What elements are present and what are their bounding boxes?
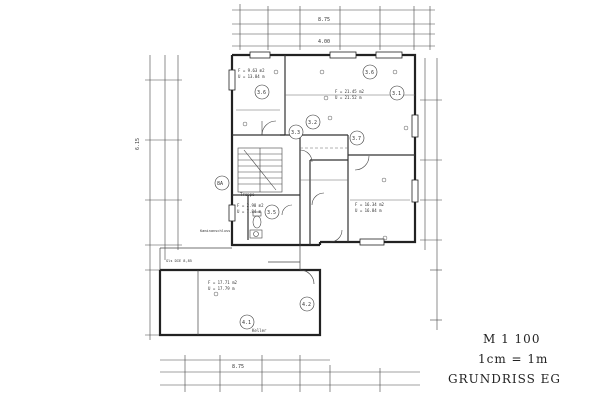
interior-walls <box>232 55 415 245</box>
electrical-symbols <box>213 69 409 297</box>
room-markers <box>214 64 405 330</box>
exterior-walls <box>230 53 417 247</box>
dim-top-label: 8.75 <box>318 17 330 23</box>
staircase <box>237 147 283 193</box>
basement-inner-lines <box>159 245 315 335</box>
left-dimension-chain <box>145 55 182 340</box>
room-wc-area: F = 2.98 m2 <box>237 203 264 208</box>
marker-8a: 8A <box>217 181 223 187</box>
bottom-left-note: Gls DIE 8,85 <box>166 259 192 263</box>
room-topleft-area: F = 9.63 m2 <box>238 68 265 73</box>
marker-3-1: 3.1 <box>392 91 401 97</box>
room-bottom-area: F = 17.71 m2 <box>208 280 237 285</box>
windows <box>228 51 419 246</box>
bottom-dimension-chain <box>160 355 420 392</box>
marker-3-6b: 3.6 <box>365 70 374 76</box>
title-note: GRUNDRISS EG <box>448 372 562 386</box>
marker-3-3: 3.3 <box>291 130 300 136</box>
dim-top2-label: 4.00 <box>318 39 330 45</box>
right-dimension-chain <box>420 58 442 330</box>
room-topright-perimeter: U = 21.52 m <box>335 95 362 100</box>
room-bottom-perimeter: U = 17.79 m <box>208 286 235 291</box>
kamin-note: Kaminanschluss <box>200 229 230 233</box>
unit-note: 1cm = 1m <box>478 352 549 366</box>
wc-fixtures <box>249 211 263 239</box>
room-lowright-area: F = 16.34 m2 <box>355 202 384 207</box>
scale-note: M 1 100 <box>483 332 541 346</box>
marker-3-5: 3.5 <box>267 210 276 216</box>
basement-walls <box>158 268 322 337</box>
top-dimension-chain <box>232 4 435 50</box>
room-topright-area: F = 21.45 m2 <box>335 89 364 94</box>
door-swings <box>261 120 370 243</box>
marker-4-2: 4.2 <box>302 302 311 308</box>
room-bottom-label: Keller <box>252 328 267 333</box>
marker-4-1: 4.1 <box>242 320 251 326</box>
room-topleft-perimeter: U = 13.84 m <box>238 74 265 79</box>
marker-3-7: 3.7 <box>352 136 361 142</box>
dim-bottom-label: 8.75 <box>232 364 244 370</box>
room-lowright-perimeter: U = 16.84 m <box>355 208 382 213</box>
dim-left-label: 6.15 <box>135 138 141 150</box>
marker-3-2: 3.2 <box>308 120 317 126</box>
stair-label: Treppe <box>240 192 255 197</box>
marker-3-6: 3.6 <box>257 90 266 96</box>
room-wc-perimeter: U = 7.84 m <box>237 209 262 214</box>
